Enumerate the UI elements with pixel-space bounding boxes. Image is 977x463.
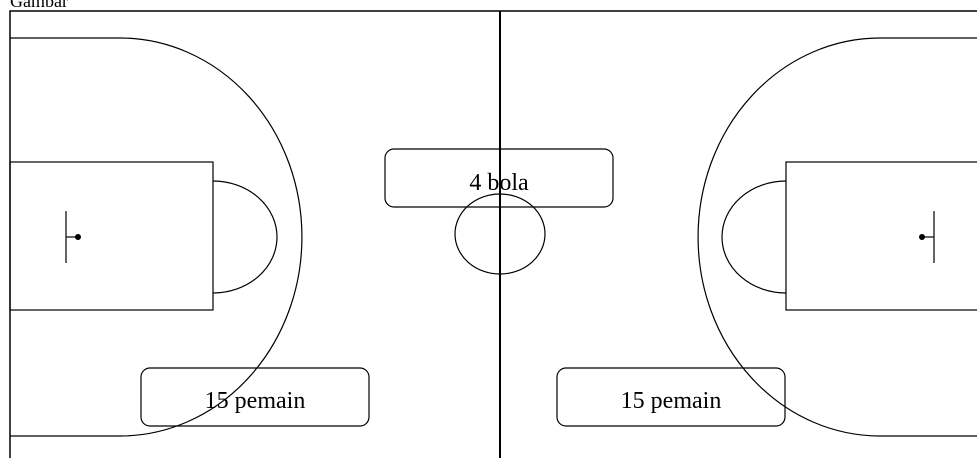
left-free-throw-arc: [212, 180, 278, 294]
right-label-box: [556, 367, 786, 427]
figure-caption: Gambar: [10, 0, 68, 11]
center-circle: [454, 193, 546, 275]
center-label-box: [384, 148, 614, 208]
right-free-throw-arc: [721, 180, 787, 294]
left-key-area: [9, 161, 214, 311]
left-label-box: [140, 367, 370, 427]
left-label-text: 15 pemain: [205, 388, 306, 414]
center-label-text: 4 bola: [469, 170, 529, 196]
court-boundary: [9, 10, 977, 463]
right-label-text: 15 pemain: [621, 388, 722, 414]
right-key-area: [785, 161, 977, 311]
right-three-point-line: [697, 37, 977, 437]
left-basket-dot: [75, 234, 81, 240]
left-three-point-line: [10, 37, 303, 437]
right-basket-dot: [919, 234, 925, 240]
